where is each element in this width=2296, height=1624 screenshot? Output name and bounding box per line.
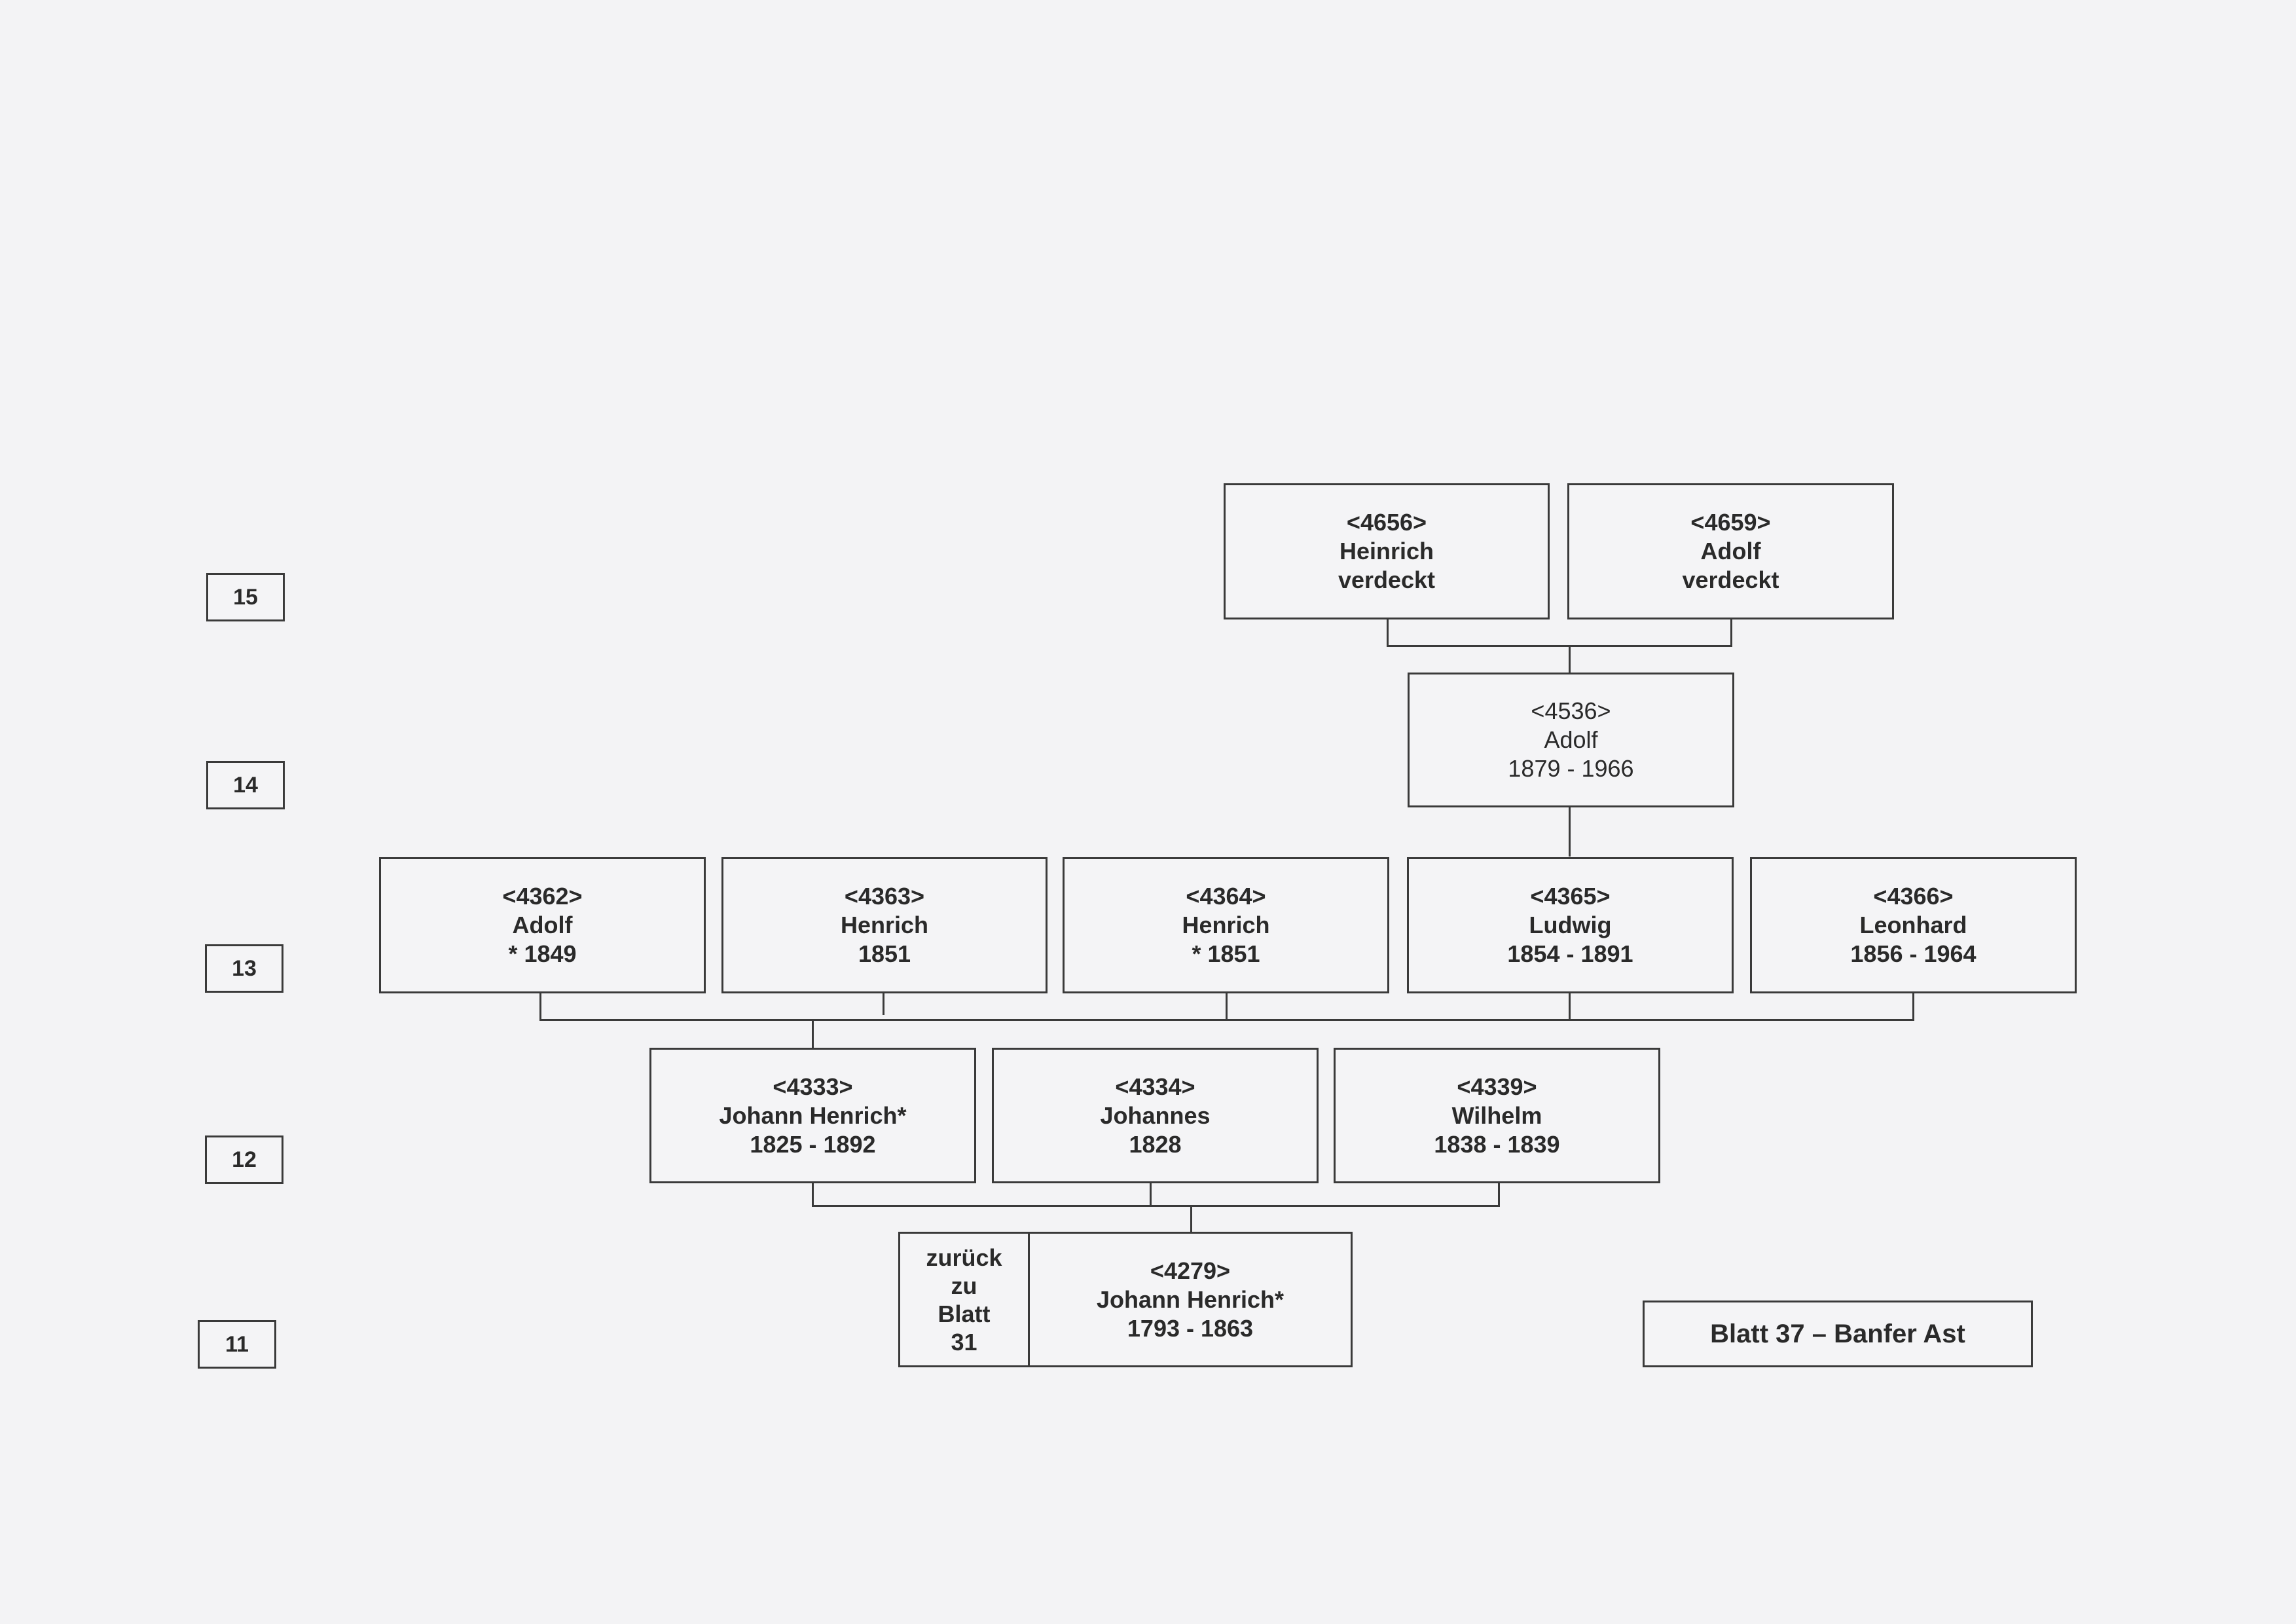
connector-line — [812, 1182, 814, 1207]
connector-line — [1569, 807, 1571, 857]
person-name: Johann Henrich* — [1096, 1285, 1285, 1313]
person-id: <4333> — [773, 1073, 853, 1100]
connector-line — [1912, 992, 1914, 1021]
person-dates: 1879 - 1966 — [1508, 755, 1634, 782]
person-box-4339: <4339> Wilhelm 1838 - 1839 — [1334, 1048, 1660, 1183]
back-link-text: 31 — [951, 1328, 977, 1356]
person-id: <4364> — [1186, 883, 1266, 910]
person-dates: * 1849 — [508, 940, 577, 967]
person-name: Ludwig — [1529, 912, 1612, 938]
connector-line — [812, 1205, 1500, 1207]
person-box-4362: <4362> Adolf * 1849 — [379, 857, 706, 993]
person-name: Johannes — [1100, 1101, 1211, 1129]
generation-13-label: 13 — [205, 944, 283, 993]
generation-14-label: 14 — [206, 761, 285, 809]
person-box-4656: <4656> Heinrich verdeckt — [1224, 483, 1550, 619]
person-dates: 1851 — [858, 940, 911, 967]
person-dates: 1793 - 1863 — [1127, 1314, 1254, 1342]
generation-11-label: 11 — [198, 1320, 276, 1369]
back-link-text: zurück — [926, 1244, 1002, 1271]
person-id: <4366> — [1873, 883, 1954, 910]
person-box-4363: <4363> Henrich 1851 — [721, 857, 1048, 993]
person-name: Adolf — [512, 912, 573, 938]
person-name: Adolf — [1544, 726, 1598, 753]
connector-line — [1226, 992, 1228, 1021]
person-box-4536: <4536> Adolf 1879 - 1966 — [1408, 673, 1734, 807]
person-box-4333: <4333> Johann Henrich* 1825 - 1892 — [649, 1048, 976, 1183]
person-id: <4656> — [1346, 509, 1427, 536]
connector-line — [1387, 619, 1389, 646]
person-id: <4363> — [844, 883, 925, 910]
person-dates: 1856 - 1964 — [1850, 940, 1977, 967]
connector-line — [1150, 1182, 1152, 1207]
person-id: <4536> — [1531, 697, 1611, 724]
sheet-title: Blatt 37 – Banfer Ast — [1643, 1301, 2033, 1367]
connector-line — [883, 992, 884, 1015]
person-name: Wilhelm — [1451, 1101, 1542, 1129]
connector-line — [1498, 1182, 1500, 1207]
person-name: Johann Henrich* — [719, 1101, 907, 1129]
person-name: Henrich — [1182, 912, 1270, 938]
person-id: <4279> — [1150, 1257, 1231, 1284]
person-dates: 1854 - 1891 — [1507, 940, 1633, 967]
person-dates: 1828 — [1129, 1130, 1182, 1158]
person-box-4279: <4279> Johann Henrich* 1793 - 1863 — [1028, 1232, 1353, 1367]
connector-line — [1569, 992, 1571, 1021]
person-dates: verdeckt — [1682, 566, 1779, 593]
person-dates: 1825 - 1892 — [750, 1130, 876, 1158]
back-link-text: zu — [951, 1272, 977, 1299]
person-id: <4659> — [1690, 509, 1771, 536]
connector-line — [1569, 645, 1571, 673]
person-id: <4365> — [1530, 883, 1611, 910]
person-name: Heinrich — [1339, 538, 1434, 564]
person-id: <4339> — [1457, 1073, 1537, 1100]
person-name: Adolf — [1700, 538, 1761, 564]
connector-line — [1387, 645, 1732, 647]
person-id: <4362> — [502, 883, 583, 910]
connector-line — [1190, 1205, 1192, 1232]
person-box-4364: <4364> Henrich * 1851 — [1063, 857, 1389, 993]
person-dates: verdeckt — [1338, 566, 1436, 593]
connector-line — [812, 1019, 814, 1048]
person-box-4334: <4334> Johannes 1828 — [992, 1048, 1319, 1183]
person-dates: * 1851 — [1192, 940, 1260, 967]
connector-line — [539, 992, 541, 1021]
back-link-text: Blatt — [938, 1300, 991, 1327]
back-link-sheet-31[interactable]: zurück zu Blatt 31 — [898, 1232, 1030, 1367]
person-box-4365: <4365> Ludwig 1854 - 1891 — [1407, 857, 1734, 993]
generation-12-label: 12 — [205, 1135, 283, 1184]
connector-line — [1730, 619, 1732, 646]
person-box-4659: <4659> Adolf verdeckt — [1567, 483, 1894, 619]
connector-line — [539, 1019, 1914, 1021]
person-box-4366: <4366> Leonhard 1856 - 1964 — [1750, 857, 2077, 993]
person-dates: 1838 - 1839 — [1434, 1130, 1560, 1158]
generation-15-label: 15 — [206, 573, 285, 621]
person-name: Henrich — [840, 912, 929, 938]
person-name: Leonhard — [1859, 912, 1967, 938]
person-id: <4334> — [1115, 1073, 1195, 1100]
